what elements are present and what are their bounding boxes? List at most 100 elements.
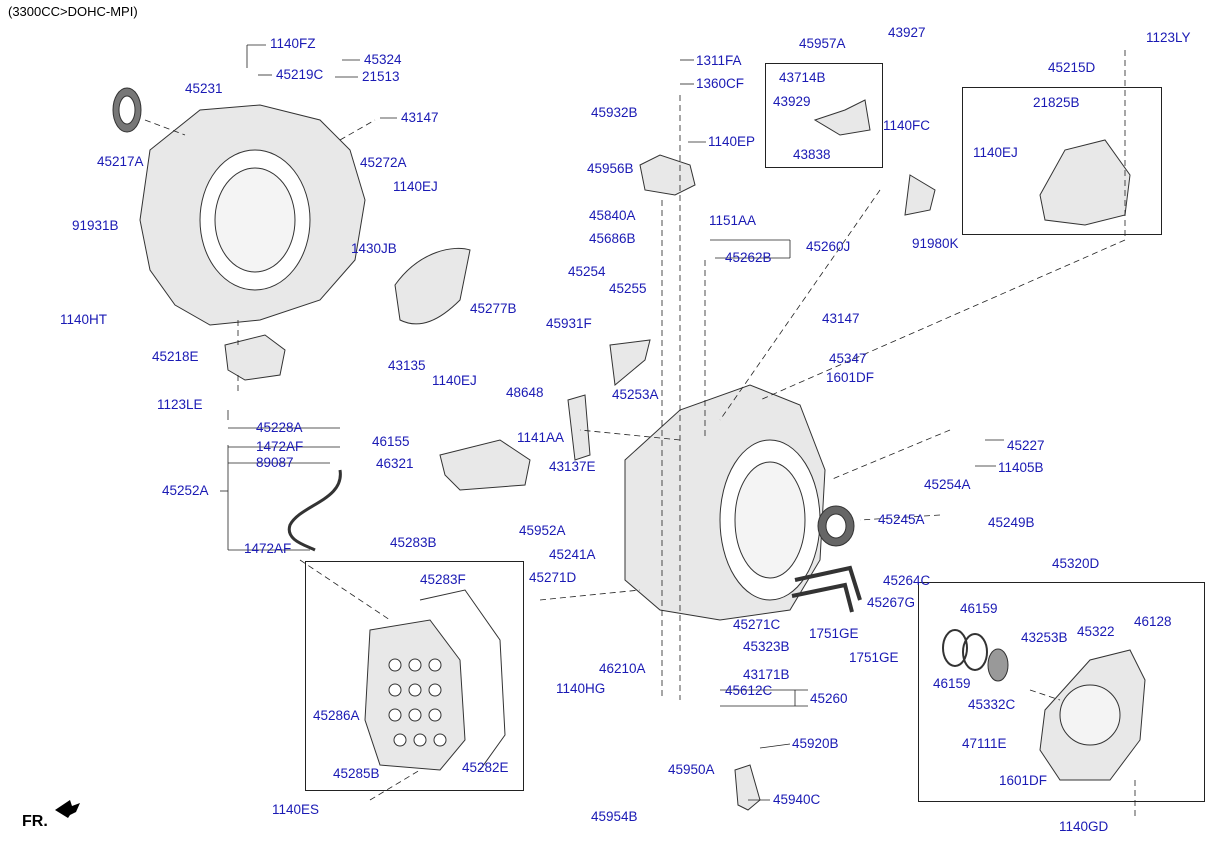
- part-label-43714B[interactable]: 43714B: [779, 70, 826, 85]
- part-label-1140GD[interactable]: 1140GD: [1059, 819, 1109, 834]
- engine-spec-title: (3300CC>DOHC-MPI): [8, 4, 138, 19]
- part-label-43147[interactable]: 43147: [822, 311, 860, 326]
- part-label-91980K[interactable]: 91980K: [912, 236, 959, 251]
- part-label-45332C[interactable]: 45332C: [968, 697, 1016, 712]
- part-label-89087[interactable]: 89087: [256, 455, 294, 470]
- part-label-45231[interactable]: 45231: [185, 81, 223, 96]
- part-label-45260[interactable]: 45260: [810, 691, 848, 706]
- part-label-46155[interactable]: 46155: [372, 434, 410, 449]
- part-label-1430JB[interactable]: 1430JB: [351, 241, 397, 256]
- part-label-1360CF[interactable]: 1360CF: [696, 76, 745, 91]
- part-label-48648[interactable]: 48648: [506, 385, 544, 400]
- part-label-45264C[interactable]: 45264C: [883, 573, 931, 588]
- part-label-43147[interactable]: 43147: [401, 110, 439, 125]
- shift-bracket-part: [813, 99, 871, 136]
- part-label-46210A[interactable]: 46210A: [599, 661, 646, 676]
- part-label-45324[interactable]: 45324: [364, 52, 402, 67]
- part-label-45252A[interactable]: 45252A: [162, 483, 209, 498]
- part-label-1601DF[interactable]: 1601DF: [999, 773, 1048, 788]
- part-label-1140FZ[interactable]: 1140FZ: [270, 36, 316, 51]
- part-label-45218E[interactable]: 45218E: [152, 349, 199, 364]
- part-label-45262B[interactable]: 45262B: [725, 250, 772, 265]
- part-label-45219C[interactable]: 45219C: [276, 67, 324, 82]
- part-label-45245A[interactable]: 45245A: [878, 512, 925, 527]
- part-label-45241A[interactable]: 45241A: [549, 547, 596, 562]
- part-label-45227[interactable]: 45227: [1007, 438, 1045, 453]
- part-label-45260J[interactable]: 45260J: [806, 239, 851, 254]
- part-label-45217A[interactable]: 45217A: [97, 154, 144, 169]
- part-label-1140EJ[interactable]: 1140EJ: [973, 145, 1018, 160]
- part-label-45215D[interactable]: 45215D: [1048, 60, 1096, 75]
- part-label-43135[interactable]: 43135: [388, 358, 426, 373]
- part-label-45283B[interactable]: 45283B: [390, 535, 437, 550]
- part-label-1123LE[interactable]: 1123LE: [157, 397, 203, 412]
- part-label-45277B[interactable]: 45277B: [470, 301, 517, 316]
- part-label-45323B[interactable]: 45323B: [743, 639, 790, 654]
- part-label-45956B[interactable]: 45956B: [587, 161, 634, 176]
- part-label-46159[interactable]: 46159: [960, 601, 998, 616]
- detent-lever-part: [609, 339, 651, 386]
- part-label-45940C[interactable]: 45940C: [773, 792, 821, 807]
- part-label-1140FC[interactable]: 1140FC: [883, 118, 931, 133]
- part-label-46128[interactable]: 46128: [1134, 614, 1172, 629]
- part-label-1140HT[interactable]: 1140HT: [60, 312, 108, 327]
- part-label-1140ES[interactable]: 1140ES: [272, 802, 320, 817]
- part-label-45255[interactable]: 45255: [609, 281, 647, 296]
- part-label-46159[interactable]: 46159: [933, 676, 971, 691]
- part-label-43929[interactable]: 43929: [773, 94, 811, 109]
- part-label-45254[interactable]: 45254: [568, 264, 606, 279]
- part-label-45254A[interactable]: 45254A: [924, 477, 971, 492]
- part-label-47111E[interactable]: 47111E: [962, 736, 1007, 751]
- part-label-21825B[interactable]: 21825B: [1033, 95, 1080, 110]
- part-label-45954B[interactable]: 45954B: [591, 809, 638, 824]
- part-label-43838[interactable]: 43838: [793, 147, 831, 162]
- part-label-1601DF[interactable]: 1601DF: [826, 370, 875, 385]
- front-label: FR.: [22, 813, 48, 830]
- part-label-45282E[interactable]: 45282E: [462, 760, 509, 775]
- part-label-45253A[interactable]: 45253A: [612, 387, 659, 402]
- part-label-43137E[interactable]: 43137E: [549, 459, 596, 474]
- part-label-1151AA[interactable]: 1151AA: [709, 213, 757, 228]
- part-label-43171B[interactable]: 43171B: [743, 667, 790, 682]
- part-label-45957A[interactable]: 45957A: [799, 36, 846, 51]
- part-label-1140EJ[interactable]: 1140EJ: [393, 179, 438, 194]
- part-label-45952A[interactable]: 45952A: [519, 523, 566, 538]
- part-label-45612C[interactable]: 45612C: [725, 683, 773, 698]
- part-label-1751GE[interactable]: 1751GE: [849, 650, 899, 665]
- part-label-1751GE[interactable]: 1751GE: [809, 626, 859, 641]
- part-label-45267G[interactable]: 45267G: [867, 595, 916, 610]
- part-label-45249B[interactable]: 45249B: [988, 515, 1035, 530]
- part-label-43927[interactable]: 43927: [888, 25, 926, 40]
- part-label-21513[interactable]: 21513: [362, 69, 400, 84]
- part-label-1140HG[interactable]: 1140HG: [556, 681, 606, 696]
- part-label-45285B[interactable]: 45285B: [333, 766, 380, 781]
- part-label-1472AF[interactable]: 1472AF: [244, 541, 292, 556]
- part-label-45950A[interactable]: 45950A: [668, 762, 715, 777]
- part-label-1311FA[interactable]: 1311FA: [696, 53, 742, 68]
- part-label-1472AF[interactable]: 1472AF: [256, 439, 304, 454]
- part-label-45932B[interactable]: 45932B: [591, 105, 638, 120]
- breather-hose-part: [287, 469, 342, 552]
- part-label-45271C[interactable]: 45271C: [733, 617, 781, 632]
- part-label-45272A[interactable]: 45272A: [360, 155, 407, 170]
- part-label-45920B[interactable]: 45920B: [792, 736, 839, 751]
- part-label-91931B[interactable]: 91931B: [72, 218, 119, 233]
- part-label-45686B[interactable]: 45686B: [589, 231, 636, 246]
- part-label-45320D[interactable]: 45320D: [1052, 556, 1100, 571]
- part-label-45271D[interactable]: 45271D: [529, 570, 577, 585]
- inhibitor-switch-part: [639, 154, 696, 196]
- part-label-1141AA[interactable]: 1141AA: [517, 430, 565, 445]
- part-label-45283F[interactable]: 45283F: [420, 572, 466, 587]
- part-label-45840A[interactable]: 45840A: [589, 208, 636, 223]
- part-label-1123LY[interactable]: 1123LY: [1146, 30, 1191, 45]
- part-label-1140EP[interactable]: 1140EP: [708, 134, 756, 149]
- part-label-45347[interactable]: 45347: [829, 351, 867, 366]
- part-label-46321[interactable]: 46321: [376, 456, 414, 471]
- part-label-45931F[interactable]: 45931F: [546, 316, 592, 331]
- part-label-45286A[interactable]: 45286A: [313, 708, 360, 723]
- part-label-1140EJ[interactable]: 1140EJ: [432, 373, 477, 388]
- part-label-11405B[interactable]: 11405B: [998, 460, 1044, 475]
- part-label-43253B[interactable]: 43253B: [1021, 630, 1068, 645]
- part-label-45228A[interactable]: 45228A: [256, 420, 303, 435]
- part-label-45322[interactable]: 45322: [1077, 624, 1115, 639]
